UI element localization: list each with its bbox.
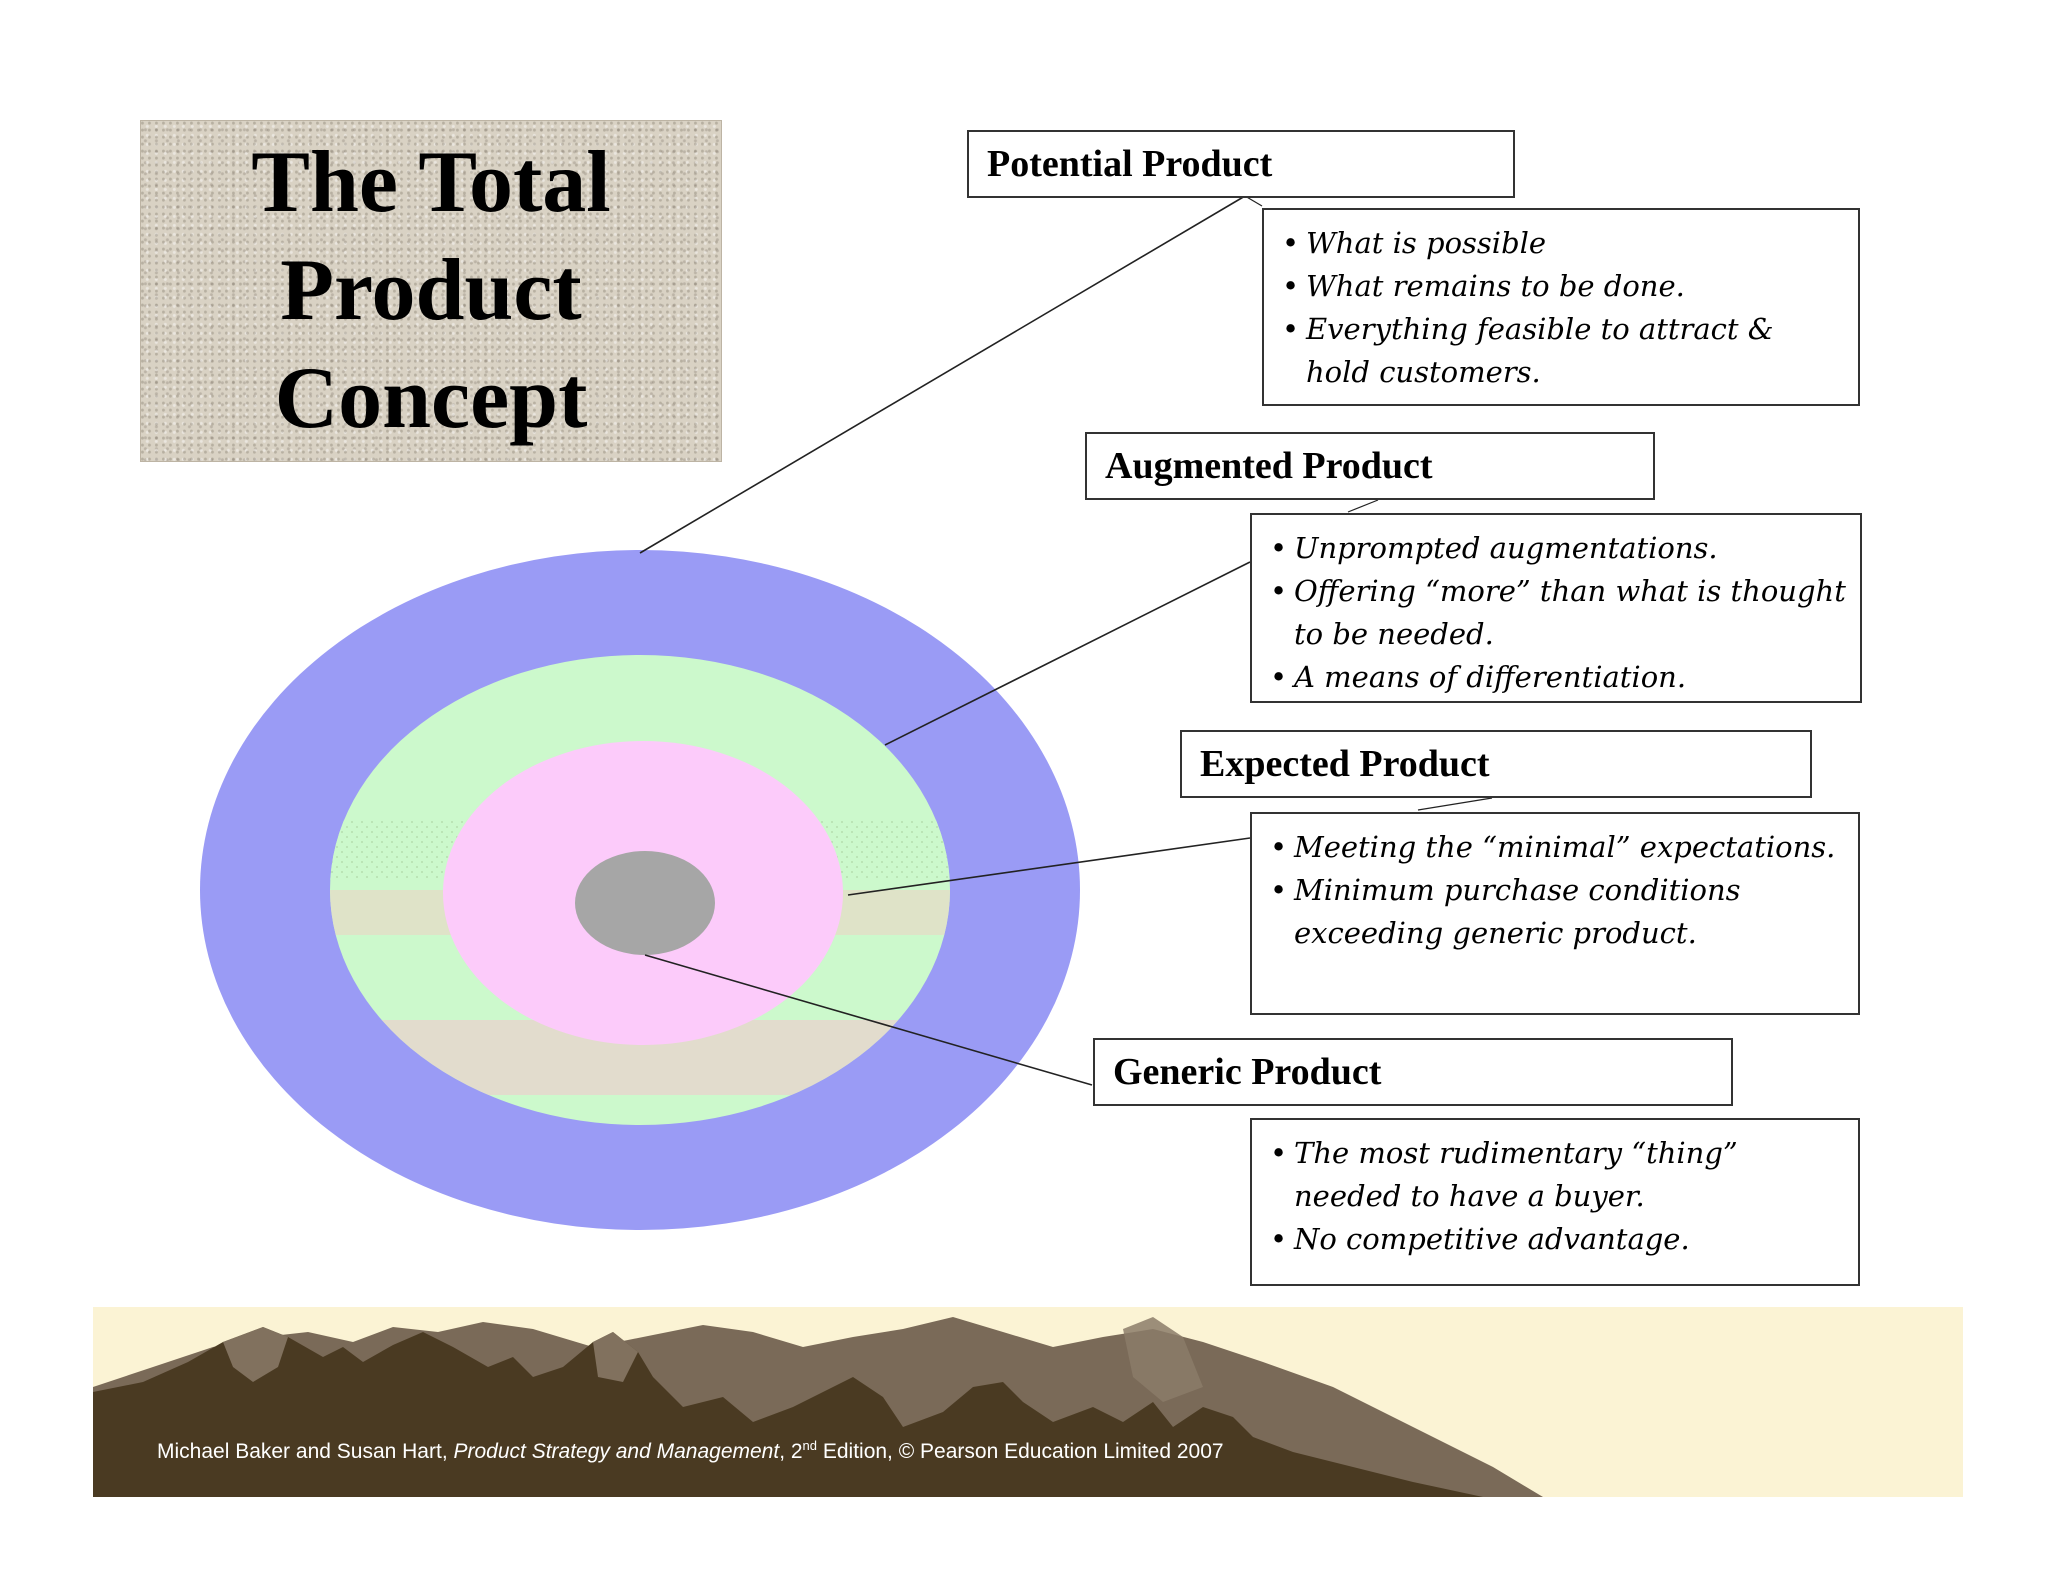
augmented-product-label-text: Augmented Product: [1105, 445, 1433, 487]
title-card: The Total Product Concept: [140, 120, 722, 462]
augmented-product-label: Augmented Product: [1085, 432, 1655, 500]
mountain-highlight-3: [1123, 1317, 1203, 1402]
expected-bullet-2: Minimum purchase conditions exceeding ge…: [1270, 869, 1844, 955]
potential-bullet-2: What remains to be done.: [1282, 265, 1844, 308]
augmented-bullet-1: Unprompted augmentations.: [1270, 527, 1846, 570]
potential-connector: [639, 195, 1246, 554]
title-line-1: The Total: [251, 134, 611, 231]
augmented-bullet-2: Offering “more” than what is thought to …: [1270, 570, 1846, 656]
mountain-highlight: [223, 1327, 288, 1382]
potential-product-label-text: Potential Product: [987, 143, 1273, 185]
expected-connector: [847, 837, 1251, 896]
footer-citation: Michael Baker and Susan Hart, Product St…: [157, 1438, 1224, 1464]
generic-product-label: Generic Product: [1093, 1038, 1733, 1106]
citation-edition: , 2: [779, 1440, 803, 1463]
potential-bullet-3: Everything feasible to attract & hold cu…: [1282, 308, 1844, 394]
generic-bullet-1: The most rudimentary “thing” needed to h…: [1270, 1132, 1844, 1218]
potential-product-bullets: What is possible What remains to be done…: [1262, 208, 1860, 406]
mountain-highlight-2: [593, 1332, 638, 1382]
generic-product-core: [575, 851, 715, 955]
expected-bullet-1: Meeting the “minimal” expectations.: [1270, 826, 1844, 869]
generic-product-bullets: The most rudimentary “thing” needed to h…: [1250, 1118, 1860, 1286]
generic-product-label-text: Generic Product: [1113, 1051, 1382, 1093]
augmented-bullet-3: A means of differentiation.: [1270, 656, 1846, 699]
title-line-3: Concept: [274, 350, 588, 447]
citation-rest: Edition, © Pearson Education Limited 200…: [817, 1440, 1224, 1463]
citation-authors: Michael Baker and Susan Hart,: [157, 1440, 454, 1463]
citation-edition-suffix: nd: [802, 1438, 818, 1453]
generic-bullet-2: No competitive advantage.: [1270, 1218, 1844, 1261]
expected-product-label-text: Expected Product: [1200, 743, 1490, 785]
title-line-2: Product: [280, 242, 582, 339]
expected-product-label: Expected Product: [1180, 730, 1812, 798]
augmented-box-link: [1347, 499, 1379, 513]
potential-product-label: Potential Product: [967, 130, 1515, 198]
citation-book-title: Product Strategy and Management: [453, 1440, 780, 1463]
augmented-product-bullets: Unprompted augmentations. Offering “more…: [1250, 513, 1862, 703]
mountain-range-front: [93, 1327, 1483, 1497]
expected-product-bullets: Meeting the “minimal” expectations. Mini…: [1250, 812, 1860, 1015]
augmented-connector: [884, 561, 1251, 746]
expected-box-link: [1417, 797, 1493, 811]
potential-bullet-1: What is possible: [1282, 222, 1844, 265]
mountain-footer-banner: [93, 1307, 1963, 1497]
generic-connector: [644, 954, 1093, 1086]
